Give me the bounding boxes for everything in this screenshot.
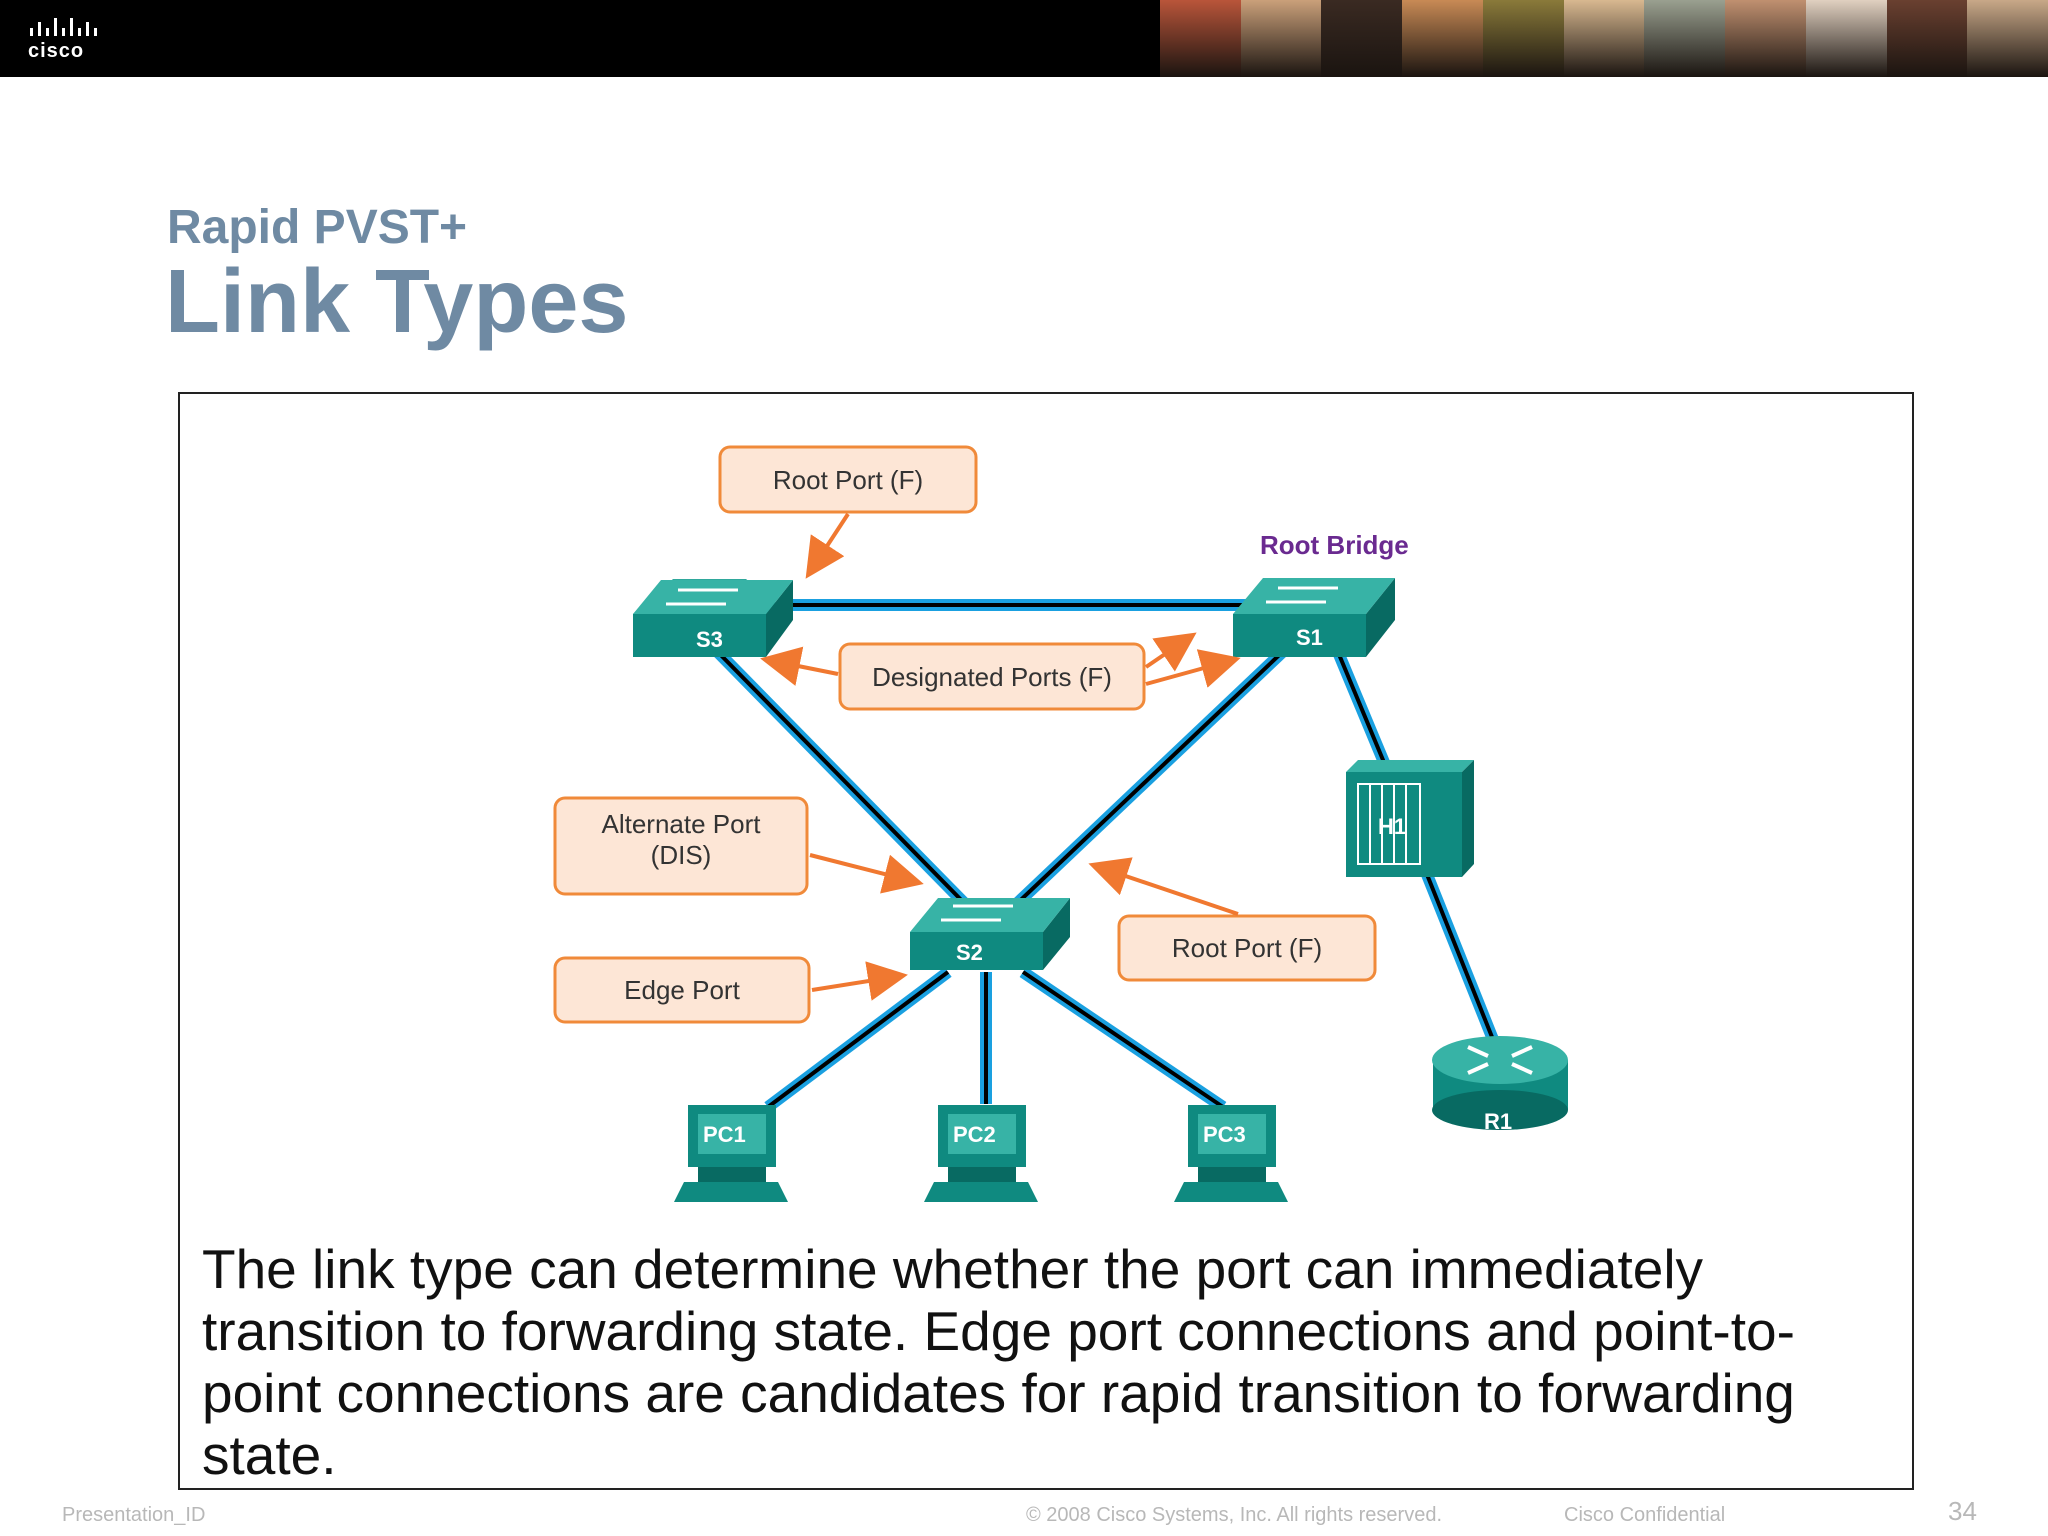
link-s2-pc3 <box>1019 967 1227 1112</box>
switch-s3-label: S3 <box>696 627 723 652</box>
header-photo <box>1563 0 1645 77</box>
logo-text: cisco <box>28 40 85 62</box>
header-photo <box>1321 0 1403 77</box>
callout-edge-port-label: Edge Port <box>624 975 740 1005</box>
header-photo <box>1402 0 1483 77</box>
callout-designated-ports-label: Designated Ports (F) <box>872 662 1112 692</box>
page-number: 34 <box>1948 1496 1977 1526</box>
callout-root-port-right-label: Root Port (F) <box>1172 933 1322 963</box>
link-s1-h1 <box>1332 649 1394 775</box>
footer-confidential: Cisco Confidential <box>1564 1504 1726 1526</box>
arrow-alternate-port <box>809 853 924 894</box>
arrow-root-port-right <box>1088 857 1239 916</box>
slide-subtitle: Rapid PVST+ <box>167 201 468 254</box>
callout-root-port-top-label: Root Port (F) <box>773 465 923 495</box>
header-photo <box>1482 0 1564 77</box>
pc-pc3: PC3 <box>1174 1105 1288 1202</box>
callout-alternate-port-line2: (DIS) <box>651 840 712 870</box>
switch-s3: S3 <box>633 579 793 657</box>
link-s1-s2 <box>1003 637 1298 917</box>
pc1-label: PC1 <box>703 1122 746 1147</box>
root-bridge-label: Root Bridge <box>1260 530 1409 560</box>
network-links <box>703 599 1504 1112</box>
pc2-label: PC2 <box>953 1122 996 1147</box>
link-s3-s2 <box>703 637 978 917</box>
header-photo <box>1644 0 1726 77</box>
switch-s2-label: S2 <box>956 940 983 965</box>
header-photo <box>1886 0 1968 77</box>
callout-root-port-top: Root Port (F) <box>718 445 978 514</box>
header-photo <box>1725 0 1806 77</box>
header-photo <box>1240 0 1322 77</box>
arrow-designated-s3 <box>760 646 839 686</box>
callout-edge-port: Edge Port <box>553 956 811 1024</box>
arrow-designated-s1-upper <box>1144 632 1197 672</box>
slide-caption: The link type can determine whether the … <box>202 1238 1795 1486</box>
router-r1-label: R1 <box>1484 1109 1512 1134</box>
header-photo <box>1805 0 1887 77</box>
header-bar: cisco <box>0 0 2048 77</box>
header-photo-strip <box>1160 0 2048 77</box>
footer-presentation-id: Presentation_ID <box>62 1504 206 1526</box>
switch-s1: S1 <box>1233 578 1395 657</box>
hub-h1-label: H1 <box>1378 814 1406 839</box>
switch-s2: S2 <box>910 898 1070 970</box>
link-h1-r1 <box>1420 869 1504 1055</box>
header-photo <box>1160 0 1241 77</box>
callout-alternate-port: Alternate Port (DIS) <box>553 796 809 896</box>
link-s2-pc1 <box>764 967 952 1112</box>
pc3-label: PC3 <box>1203 1122 1246 1147</box>
footer-copyright: © 2008 Cisco Systems, Inc. All rights re… <box>1026 1504 1443 1526</box>
arrow-edge-port <box>811 961 908 1001</box>
cisco-logo: cisco <box>28 14 118 64</box>
router-r1: R1 <box>1432 1036 1568 1134</box>
slide-title: Link Types <box>165 252 629 352</box>
callout-root-port-right: Root Port (F) <box>1117 914 1377 982</box>
arrow-root-port-top <box>805 512 850 579</box>
cisco-bars-icon <box>30 18 97 36</box>
header-photo <box>1967 0 2048 77</box>
callout-alternate-port-line1: Alternate Port <box>602 809 762 839</box>
arrow-designated-s1-lower <box>1145 649 1241 688</box>
pc-pc1: PC1 <box>674 1105 788 1202</box>
network-diagram: S3 S1 S2 H1 <box>553 445 1568 1202</box>
pc-pc2: PC2 <box>924 1105 1038 1202</box>
switch-s1-label: S1 <box>1296 625 1323 650</box>
hub-h1: H1 <box>1346 760 1474 877</box>
callout-designated-ports: Designated Ports (F) <box>838 642 1146 711</box>
